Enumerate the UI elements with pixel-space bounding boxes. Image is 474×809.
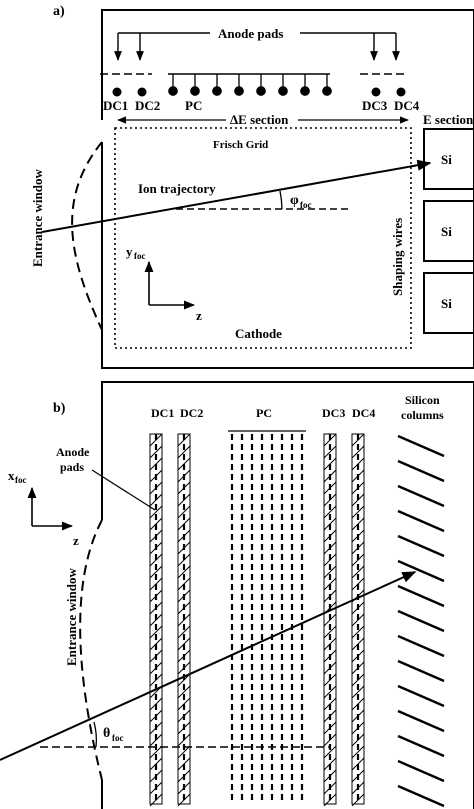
entrance-window-a [71, 141, 103, 331]
anode-pads-label-b-line1: Anode [56, 445, 90, 459]
silicon-column-mark [397, 509, 445, 533]
entrance-window-b [79, 519, 103, 781]
x-axis-label: x [8, 468, 15, 483]
shaping-wires-label: Shaping wires [390, 218, 405, 296]
theta-angle-arc [93, 721, 98, 748]
anode-pads-label: Anode pads [218, 26, 283, 41]
panel-a: a) Anode pads [30, 4, 474, 369]
y-axis-label: y [126, 244, 133, 259]
si-detectors [423, 128, 474, 334]
si-2-label: Si [441, 224, 452, 239]
chamber-outline-a [101, 9, 474, 369]
silicon-columns [397, 434, 445, 808]
chamber-outline-b [101, 381, 474, 809]
pc-wires [230, 434, 304, 804]
z-axis-label-a: z [196, 308, 202, 323]
silicon-column-mark [397, 484, 445, 508]
silicon-column-mark [397, 559, 445, 583]
pc-label-b: PC [256, 406, 272, 420]
delta-e-bg [226, 110, 298, 126]
dc4-label-b: DC4 [352, 406, 375, 420]
dc3-label-b: DC3 [322, 406, 345, 420]
si-3-label: Si [441, 296, 452, 311]
y-axis-subscript: foc [134, 251, 146, 261]
pad-column [177, 433, 191, 807]
theta-subscript: foc [112, 733, 124, 743]
ion-trajectory-b [0, 571, 417, 761]
pad-columns [149, 433, 365, 807]
panel-a-label: a) [53, 4, 65, 19]
theta-symbol: θ [103, 726, 110, 741]
silicon-column-mark [397, 609, 445, 633]
pad-column [351, 433, 365, 807]
ion-trajectory-a [41, 159, 432, 233]
silicon-column-mark [397, 709, 445, 733]
anode-pads-label-b-line2: pads [60, 460, 84, 474]
silicon-column-mark [397, 534, 445, 558]
silicon-column-mark [397, 584, 445, 608]
pad-column [149, 433, 163, 807]
pad-column [323, 433, 337, 807]
silicon-label-line2: columns [401, 408, 444, 422]
anode-pointer [91, 469, 156, 511]
z-axis-label-b: z [73, 533, 79, 548]
entrance-window-label-b: Entrance window [64, 568, 79, 666]
dc2-label-a: DC2 [135, 98, 160, 113]
silicon-column-mark [397, 734, 445, 758]
silicon-label-line1: Silicon [405, 393, 440, 407]
silicon-column-mark [397, 784, 445, 808]
panel-b-label: b) [53, 401, 66, 416]
pc-label-a: PC [185, 98, 202, 113]
entrance-window-label-a: Entrance window [30, 169, 45, 267]
frisch-grid-label: Frisch Grid [213, 139, 268, 151]
active-volume-a [114, 127, 412, 349]
x-axis-subscript: foc [15, 475, 27, 485]
dc4-label-a: DC4 [394, 98, 420, 113]
ion-trajectory-label: Ion trajectory [138, 181, 216, 196]
silicon-column-mark [397, 459, 445, 483]
panel-b: b) DC1 DC2 PC DC3 DC4 Silicon columns An… [0, 381, 474, 809]
phi-angle-arc [279, 190, 283, 210]
silicon-column-mark [397, 659, 445, 683]
dc-pads-a [112, 87, 406, 97]
si-1-label: Si [441, 152, 452, 167]
cathode-label: Cathode [235, 326, 282, 341]
anode-pads-arrows [118, 32, 396, 60]
dc3-label-a: DC3 [362, 98, 388, 113]
silicon-column-mark [397, 634, 445, 658]
silicon-column-mark [397, 434, 445, 458]
e-section-label: E section [423, 112, 474, 127]
dc1-label-a: DC1 [103, 98, 128, 113]
dc2-label-b: DC2 [180, 406, 203, 420]
phi-subscript: foc [300, 200, 312, 210]
dc1-label-b: DC1 [151, 406, 174, 420]
delta-e-label: ΔE section [230, 112, 289, 127]
silicon-column-mark [397, 684, 445, 708]
phi-symbol: φ [290, 193, 299, 208]
silicon-column-mark [397, 759, 445, 783]
pc-pads-a [168, 74, 332, 96]
